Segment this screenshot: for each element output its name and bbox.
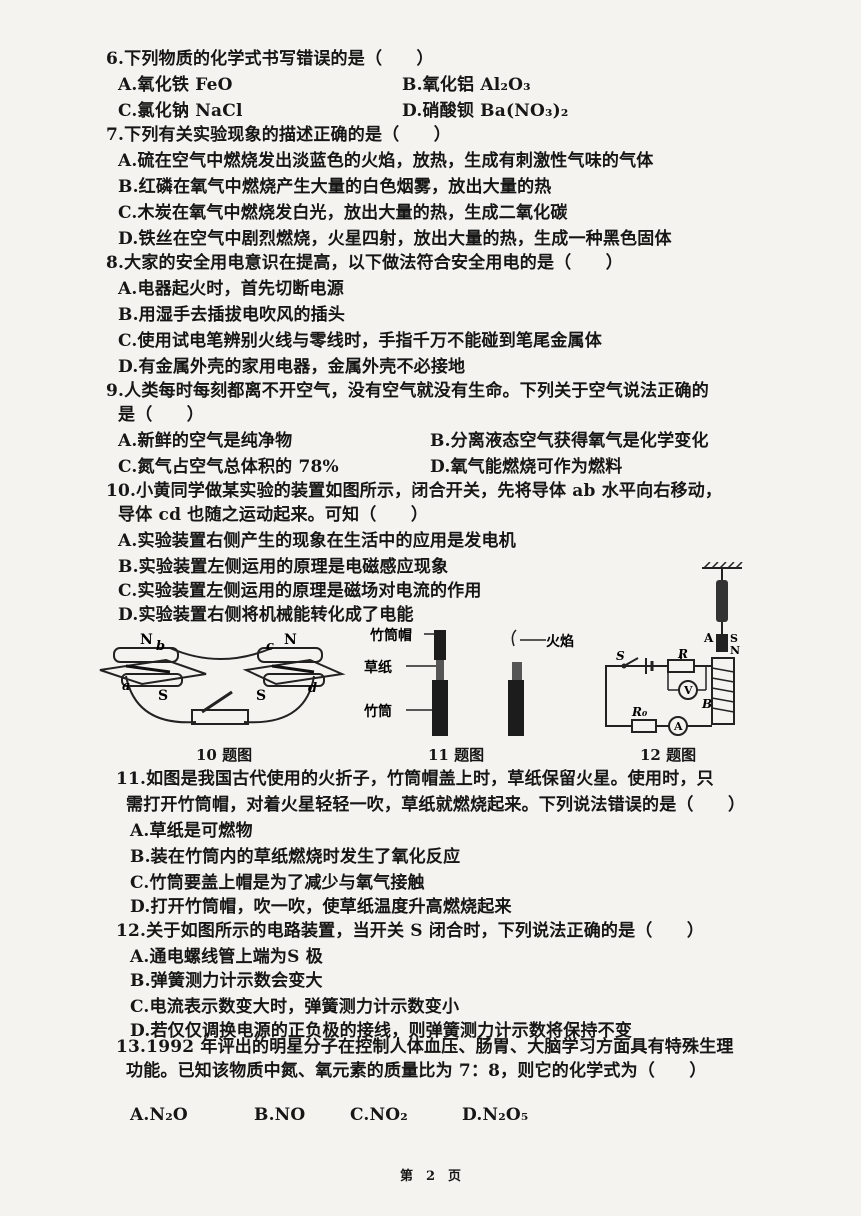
question-9-option-a: A.新鲜的空气是纯净物 bbox=[118, 431, 293, 451]
fig12-label-r: R bbox=[677, 647, 688, 661]
question-9-option-b: B.分离液态空气获得氧气是化学变化 bbox=[430, 431, 709, 451]
question-12-stem: 12.关于如图所示的电路装置，当开关 S 闭合时，下列说法正确的是（ ） bbox=[116, 921, 705, 941]
fig10-label-s-right: S bbox=[256, 688, 266, 704]
fig10-label-c: c bbox=[266, 639, 274, 654]
fig10-label-n-left: N bbox=[140, 632, 153, 648]
question-8-option-b: B.用湿手去插拔电吹风的插头 bbox=[118, 305, 346, 325]
question-8-option-d: D.有金属外壳的家用电器，金属外壳不必接地 bbox=[118, 357, 466, 377]
fig12-label-n: N bbox=[730, 644, 740, 657]
question-6-option-b: B.氧化铝 Al₂O₃ bbox=[402, 75, 531, 95]
question-12-option-b: B.弹簧测力计示数会变大 bbox=[130, 971, 323, 991]
figure-11-fire-starter: 竹筒帽 草纸 竹筒 火焰 bbox=[363, 627, 574, 736]
figure-12-caption: 12 题图 bbox=[640, 746, 697, 764]
fig10-label-d: d bbox=[308, 681, 317, 696]
fig11-label-cap: 竹筒帽 bbox=[369, 627, 412, 644]
fig12-label-r0: R₀ bbox=[631, 705, 648, 719]
fig10-label-n-right: N bbox=[284, 632, 297, 648]
question-11-stem-line-1: 11.如图是我国古代使用的火折子，竹筒帽盖上时，草纸保留火星。使用时，只 bbox=[116, 769, 714, 789]
question-7-stem: 7.下列有关实验现象的描述正确的是（ ） bbox=[106, 125, 451, 145]
question-7-option-b: B.红磷在氧气中燃烧产生大量的白色烟雾，放出大量的热 bbox=[118, 177, 552, 197]
question-6-option-c: C.氯化钠 NaCl bbox=[118, 101, 243, 121]
question-13-option-c: C.NO₂ bbox=[350, 1105, 408, 1125]
question-10-stem-line-2: 导体 cd 也随之运动起来。可知（ ） bbox=[118, 505, 429, 525]
fig12-label-s-top: S bbox=[730, 632, 738, 645]
question-9-option-c: C.氮气占空气总体积的 78% bbox=[118, 457, 339, 477]
question-13-option-d: D.N₂O₅ bbox=[462, 1105, 529, 1125]
question-11-option-b: B.装在竹筒内的草纸燃烧时发生了氧化反应 bbox=[130, 847, 461, 867]
question-13-option-a: A.N₂O bbox=[130, 1105, 188, 1125]
question-11-option-a: A.草纸是可燃物 bbox=[130, 821, 253, 841]
fig12-label-a: A bbox=[703, 631, 714, 645]
fig12-label-v: V bbox=[683, 684, 693, 697]
question-9-stem-line-1: 9.人类每时每刻都离不开空气，没有空气就没有生命。下列关于空气说法正确的 bbox=[106, 381, 709, 401]
question-10-stem-line-1: 10.小黄同学做某实验的装置如图所示，闭合开关，先将导体 ab 水平向右移动， bbox=[106, 481, 723, 501]
question-8-option-a: A.电器起火时，首先切断电源 bbox=[118, 279, 344, 299]
question-12-option-a: A.通电螺线管上端为S 极 bbox=[130, 947, 323, 967]
question-11-option-d: D.打开竹筒帽，吹一吹，使草纸温度升高燃烧起来 bbox=[130, 897, 512, 917]
question-8-stem: 8.大家的安全用电意识在提高，以下做法符合安全用电的是（ ） bbox=[106, 253, 623, 273]
figure-10-caption: 10 题图 bbox=[196, 746, 253, 764]
fig10-label-a: a bbox=[122, 679, 130, 694]
question-9-stem-line-2: 是（ ） bbox=[118, 405, 204, 425]
question-7-option-c: C.木炭在氧气中燃烧发白光，放出大量的热，生成二氧化碳 bbox=[118, 203, 568, 223]
question-13-stem-line-1: 13.1992 年评出的明星分子在控制人体血压、肠胃、大脑学习方面具有特殊生理 bbox=[116, 1037, 734, 1057]
fig11-label-paper: 草纸 bbox=[364, 659, 392, 676]
fig12-label-ammeter: A bbox=[673, 720, 683, 733]
question-6-option-d: D.硝酸钡 Ba(NO₃)₂ bbox=[402, 101, 569, 121]
question-12-option-c: C.电流表示数变大时，弹簧测力计示数变小 bbox=[130, 997, 460, 1017]
fig11-label-flame: 火焰 bbox=[546, 633, 574, 650]
question-10-option-b: B.实验装置左侧运用的原理是电磁感应现象 bbox=[118, 557, 449, 577]
question-7-option-d: D.铁丝在空气中剧烈燃烧，火星四射，放出大量的热，生成一种黑色固体 bbox=[118, 229, 672, 249]
question-10-option-c: C.实验装置左侧运用的原理是磁场对电流的作用 bbox=[118, 581, 482, 601]
question-11-stem-line-2: 需打开竹筒帽，对着火星轻轻一吹，草纸就燃烧起来。下列说法错误的是（ ） bbox=[126, 795, 746, 815]
fig11-label-tube: 竹筒 bbox=[363, 703, 392, 720]
question-10-option-d: D.实验装置右侧将机械能转化成了电能 bbox=[118, 605, 414, 625]
question-8-option-c: C.使用试电笔辨别火线与零线时，手指千万不能碰到笔尾金属体 bbox=[118, 331, 602, 351]
question-6-stem: 6.下列物质的化学式书写错误的是（ ） bbox=[106, 49, 434, 69]
figure-11-caption: 11 题图 bbox=[428, 746, 485, 764]
question-10-option-a: A.实验装置右侧产生的现象在生活中的应用是发电机 bbox=[118, 531, 516, 551]
figure-12-circuit: A S N S R V R₀ A B bbox=[605, 562, 743, 736]
question-11-option-c: C.竹筒要盖上帽是为了减少与氧气接触 bbox=[130, 873, 425, 893]
question-7-option-a: A.硫在空气中燃烧发出淡蓝色的火焰，放热，生成有刺激性气味的气体 bbox=[118, 151, 654, 171]
question-13-option-b: B.NO bbox=[254, 1105, 306, 1125]
figure-10-apparatus: N b a S c N S d bbox=[99, 632, 346, 725]
question-9-option-d: D.氧气能燃烧可作为燃料 bbox=[430, 457, 623, 477]
fig10-label-s-left: S bbox=[158, 688, 168, 704]
fig10-label-b: b bbox=[156, 639, 165, 654]
fig12-label-b: B bbox=[701, 697, 712, 711]
fig12-label-s-switch: S bbox=[616, 649, 625, 663]
question-12-option-d: D.若仅仅调换电源的正负极的接线，则弹簧测力计示数将保持不变 bbox=[130, 1021, 633, 1041]
question-13-stem-line-2: 功能。已知该物质中氮、氧元素的质量比为 7：8，则它的化学式为（ ） bbox=[126, 1061, 707, 1081]
question-6-option-a: A.氧化铁 FeO bbox=[118, 75, 233, 95]
page-number: 第 2 页 bbox=[399, 1169, 462, 1184]
